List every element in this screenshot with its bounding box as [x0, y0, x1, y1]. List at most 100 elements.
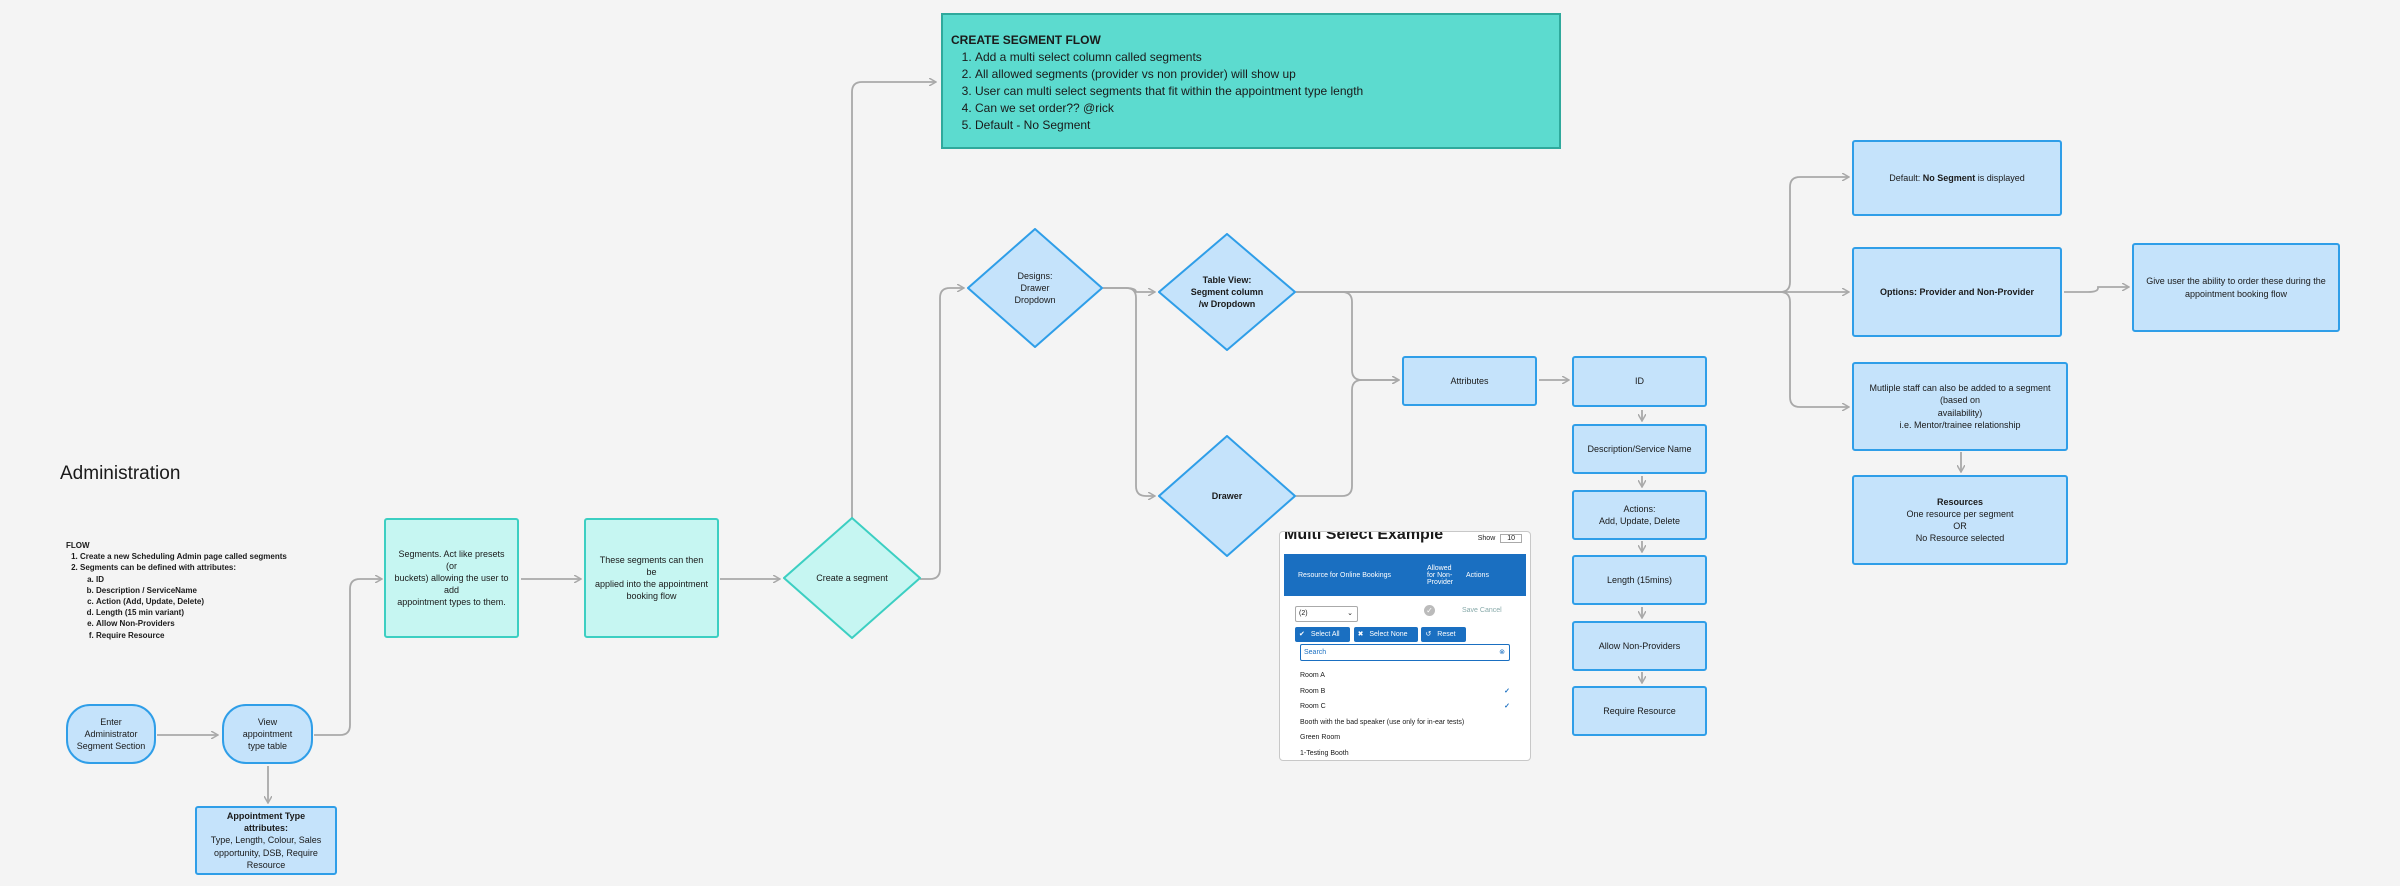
- edge-table-to-attributes: [1296, 291, 1399, 380]
- column-header: Resource for Online Bookings: [1298, 571, 1391, 579]
- column-header: Actions: [1466, 571, 1489, 579]
- create-segment-flow-note: CREATE SEGMENT FLOW Add a multi select c…: [941, 13, 1561, 149]
- edge-options-to-order: [2064, 287, 2129, 293]
- option-item[interactable]: Green Room: [1300, 734, 1341, 741]
- node-line: Description/Service Name: [1587, 443, 1692, 454]
- option-list: Room A Room B✓ Room C✓ Booth with the ba…: [1300, 668, 1510, 760]
- node-line: opportunity, DSB, Require Resource: [214, 847, 318, 870]
- segment-select[interactable]: (2)⌄: [1295, 606, 1358, 622]
- edge-create-to-designs: [920, 288, 964, 580]
- option-item[interactable]: 1-Testing Booth: [1300, 749, 1349, 757]
- flow-notes: FLOW Create a new Scheduling Admin page …: [66, 540, 287, 641]
- node-attr-allow-non-providers[interactable]: Allow Non-Providers: [1572, 621, 1707, 671]
- node-title: Resources: [1936, 496, 1984, 507]
- node-line: appointment types to them.: [397, 597, 506, 608]
- node-line: Options: Provider and Non-Provider: [1879, 286, 2034, 297]
- page-title: Administration: [60, 463, 181, 484]
- diamond-shape: [1158, 233, 1296, 351]
- show-select[interactable]: 10: [1500, 534, 1522, 543]
- node-enter-admin[interactable]: Enter Administrator Segment Section: [66, 704, 156, 764]
- banner-item: All allowed segments (provider vs non pr…: [975, 66, 1551, 83]
- node-order[interactable]: Give user the ability to order these dur…: [2132, 243, 2340, 332]
- table-header: Resource for Online Bookings Allowed for…: [1284, 554, 1526, 596]
- edge-table-to-default: [1296, 177, 1849, 293]
- diamond-label: Drawer: [1158, 435, 1296, 557]
- banner-item: User can multi select segments that fit …: [975, 83, 1551, 100]
- select-none-button[interactable]: ✖ Select None: [1353, 627, 1418, 642]
- node-attr-length[interactable]: Length (15mins): [1572, 555, 1707, 605]
- node-attr-require-resource[interactable]: Require Resource: [1572, 686, 1707, 736]
- flow-subitem: ID: [96, 574, 287, 585]
- column-header: Allowed for Non- Provider: [1427, 564, 1454, 586]
- node-line: One resource per segment: [1906, 508, 2014, 519]
- node-line: View appointment: [242, 716, 293, 739]
- node-line: Attributes: [1450, 375, 1489, 386]
- screenshot-heading: Multi Select Example: [1284, 531, 1444, 543]
- flow-subitem: Action (Add, Update, Delete): [96, 596, 287, 607]
- node-line: Segment Section: [76, 741, 146, 752]
- decision-table-view[interactable]: Table View: Segment column /w Dropdown: [1158, 233, 1296, 351]
- edge-table-to-staff: [1296, 291, 1849, 407]
- option-item[interactable]: Room B✓: [1300, 684, 1510, 700]
- node-attr-actions[interactable]: Actions: Add, Update, Delete: [1572, 490, 1707, 540]
- show-label: Show: [1477, 535, 1496, 542]
- node-line: Designs:: [1017, 270, 1053, 281]
- node-attr-id[interactable]: ID: [1572, 356, 1707, 407]
- diamond-shape: [783, 517, 921, 639]
- node-line: Give user the ability to order these dur…: [2146, 276, 2326, 287]
- diamond-label: Designs: Drawer Dropdown: [967, 228, 1103, 348]
- node-options[interactable]: Options: Provider and Non-Provider: [1852, 247, 2062, 337]
- node-line: Default: No Segment is displayed: [1889, 172, 2025, 183]
- node-staff[interactable]: Mutliple staff can also be added to a se…: [1852, 362, 2068, 451]
- decision-drawer[interactable]: Drawer: [1158, 435, 1296, 557]
- node-segments-applied[interactable]: These segments can then be applied into …: [584, 518, 719, 638]
- node-line: i.e. Mentor/trainee relationship: [1899, 419, 2021, 430]
- node-resources[interactable]: Resources One resource per segment OR No…: [1852, 475, 2068, 565]
- chevron-down-icon: ⌄: [1347, 610, 1353, 617]
- option-item[interactable]: Room C✓: [1300, 699, 1510, 715]
- banner-title: CREATE SEGMENT FLOW: [951, 33, 1101, 47]
- node-line: buckets) allowing the user to add: [394, 572, 509, 596]
- option-item[interactable]: Booth with the bad speaker (use only for…: [1300, 718, 1465, 726]
- clear-icon[interactable]: ⊗: [1499, 649, 1505, 656]
- node-view-table[interactable]: View appointment type table: [222, 704, 313, 764]
- diamond-shape: [967, 228, 1103, 348]
- node-default[interactable]: Default: No Segment is displayed: [1852, 140, 2062, 216]
- search-input[interactable]: Search⊗: [1300, 644, 1510, 661]
- diamond-label: Table View: Segment column /w Dropdown: [1158, 233, 1296, 351]
- node-line: /w Dropdown: [1198, 299, 1256, 310]
- node-line: Drawer: [1020, 282, 1050, 293]
- node-line: Segment column: [1190, 286, 1264, 297]
- flow-subitem: Length (15 min variant): [96, 607, 287, 618]
- node-segments-presets[interactable]: Segments. Act like presets (or buckets) …: [384, 518, 519, 638]
- node-line: OR: [1953, 521, 1967, 531]
- flow-item: Create a new Scheduling Admin page calle…: [80, 551, 287, 562]
- option-item[interactable]: Room A: [1300, 672, 1325, 679]
- node-appt-attrs[interactable]: Appointment Type attributes: Type, Lengt…: [195, 806, 337, 875]
- flow-subitem: Require Resource: [96, 630, 287, 641]
- edge-drawer-to-attributes: [1296, 380, 1399, 497]
- node-title: Appointment Type attributes:: [226, 811, 306, 834]
- banner-item: Add a multi select column called segment…: [975, 49, 1551, 66]
- decision-designs[interactable]: Designs: Drawer Dropdown: [967, 228, 1103, 348]
- node-line: Length (15mins): [1606, 574, 1673, 585]
- save-cancel-link[interactable]: Save Cancel: [1462, 607, 1502, 614]
- flow-list: Create a new Scheduling Admin page calle…: [66, 551, 287, 641]
- edge-view-to-presets: [314, 579, 382, 736]
- node-line: Dropdown: [1014, 295, 1056, 306]
- node-attr-description[interactable]: Description/Service Name: [1572, 424, 1707, 474]
- show-control[interactable]: Show 10: [1478, 534, 1522, 543]
- diamond-shape: [1158, 435, 1296, 557]
- node-line: availability): [1937, 407, 1983, 418]
- flow-subitem: Allow Non-Providers: [96, 618, 287, 629]
- multi-select-example-screenshot: Multi Select Example Show 10 Resource fo…: [1279, 531, 1531, 761]
- select-all-button[interactable]: ✔ Select All: [1295, 627, 1350, 642]
- node-line: appointment booking flow: [2184, 288, 2288, 299]
- checkmark-icon: ✓: [1504, 703, 1510, 710]
- reset-button[interactable]: ↺ Reset: [1421, 627, 1466, 642]
- decision-create-segment[interactable]: Create a segment: [783, 517, 921, 639]
- node-attributes[interactable]: Attributes: [1402, 356, 1537, 406]
- edge-designs-to-drawer: [1103, 287, 1155, 496]
